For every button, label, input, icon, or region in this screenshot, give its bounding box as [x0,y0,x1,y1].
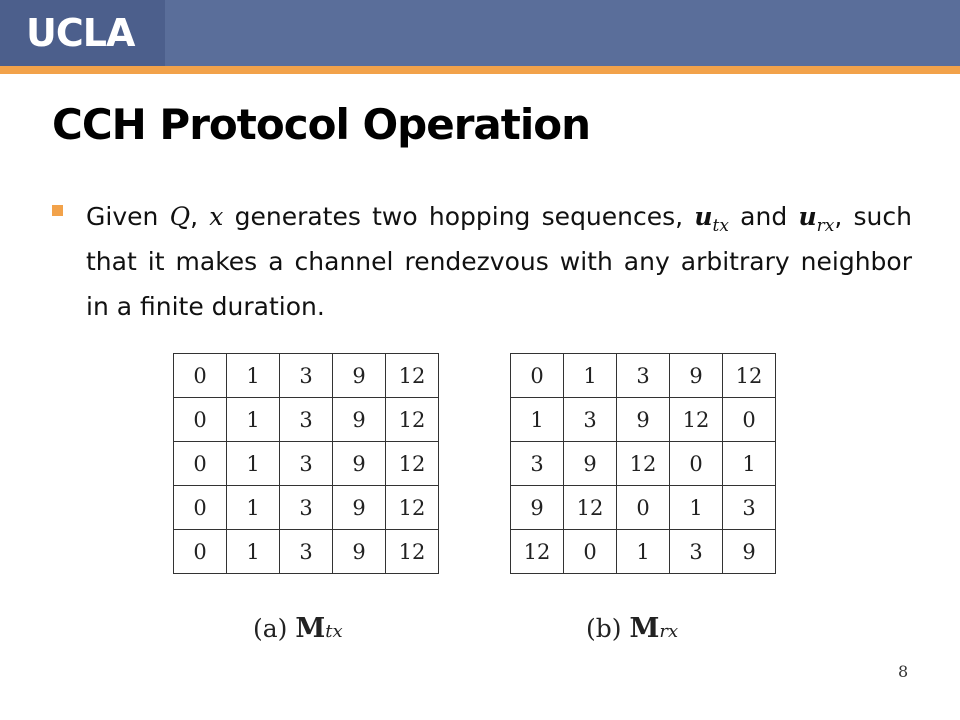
math-u-tx: u [694,202,713,231]
matrix-cell: 9 [563,441,617,486]
matrix-cell: 3 [279,353,333,398]
matrix-cell: 12 [722,353,776,398]
matrix-cell: 9 [722,529,776,574]
bullet-text-part: and [728,202,799,231]
matrix-cell: 0 [510,353,564,398]
matrix-cell: 3 [279,397,333,442]
matrix-cell: 9 [332,529,386,574]
matrix-cell: 1 [226,353,280,398]
matrix-cell: 0 [722,397,776,442]
matrix-cell: 12 [616,441,670,486]
slide-title: CCH Protocol Operation [52,100,591,149]
matrix-cell: 1 [226,397,280,442]
page-number: 8 [898,662,909,681]
matrix-cell: 12 [385,485,439,530]
matrix-cell: 3 [510,441,564,486]
math-sub-rx: rx [816,216,835,236]
matrix-cell: 9 [510,485,564,530]
matrix-cell: 1 [226,485,280,530]
matrix-cell: 3 [279,529,333,574]
bullet-text-part: , [190,202,210,231]
matrix-cell: 1 [510,397,564,442]
bullet-text-part: , such that it makes a channel rendezvou… [86,202,912,321]
matrix-cell: 3 [563,397,617,442]
matrix-cell: 0 [669,441,723,486]
caption-symbol: M [629,613,660,644]
matrix-cell: 1 [226,529,280,574]
matrix-cell: 9 [332,353,386,398]
math-sub-tx: tx [712,216,729,236]
matrix-cell: 3 [279,441,333,486]
matrix-cell: 12 [385,441,439,486]
matrix-cell: 3 [616,353,670,398]
matrix-cell: 3 [669,529,723,574]
caption-tx: (a) Mtx [253,613,343,644]
matrix-cell: 1 [563,353,617,398]
matrix-cell: 12 [669,397,723,442]
caption-symbol: M [295,613,326,644]
matrix-cell: 12 [385,397,439,442]
math-q: Q [169,202,191,231]
caption-subscript: tx [325,621,343,642]
matrix-cell: 9 [332,397,386,442]
math-u-rx: u [798,202,817,231]
caption-label: (a) [253,614,288,643]
matrix-cell: 1 [616,529,670,574]
bullet-text-part: generates two hopping sequences, [223,202,695,231]
matrix-cell: 12 [563,485,617,530]
matrix-cell: 1 [226,441,280,486]
matrix-cell: 0 [173,353,227,398]
bullet-item: Given Q, x generates two hopping sequenc… [52,194,912,329]
matrix-cell: 3 [279,485,333,530]
caption-rx: (b) Mrx [586,613,678,644]
matrix-cell: 12 [385,353,439,398]
matrix-cell: 0 [173,529,227,574]
matrix-cell: 1 [722,441,776,486]
matrix-cell: 9 [616,397,670,442]
ucla-logo: UCLA [0,0,165,66]
matrix-cell: 1 [669,485,723,530]
matrix-cell: 3 [722,485,776,530]
caption-subscript: rx [659,621,679,642]
matrix-cell: 0 [616,485,670,530]
matrix-cell: 0 [173,485,227,530]
square-bullet-icon [52,205,63,216]
bullet-text: Given Q, x generates two hopping sequenc… [86,194,912,329]
math-x: x [209,202,224,231]
caption-label: (b) [586,614,622,643]
matrix-cell: 9 [332,485,386,530]
matrix-cell: 12 [510,529,564,574]
matrix-cell: 0 [173,441,227,486]
matrix-cell: 9 [669,353,723,398]
matrix-cell: 0 [173,397,227,442]
matrix-cell: 9 [332,441,386,486]
header-accent-line [0,66,960,74]
bullet-text-part: Given [86,202,170,231]
matrix-cell: 12 [385,529,439,574]
matrix-cell: 0 [563,529,617,574]
